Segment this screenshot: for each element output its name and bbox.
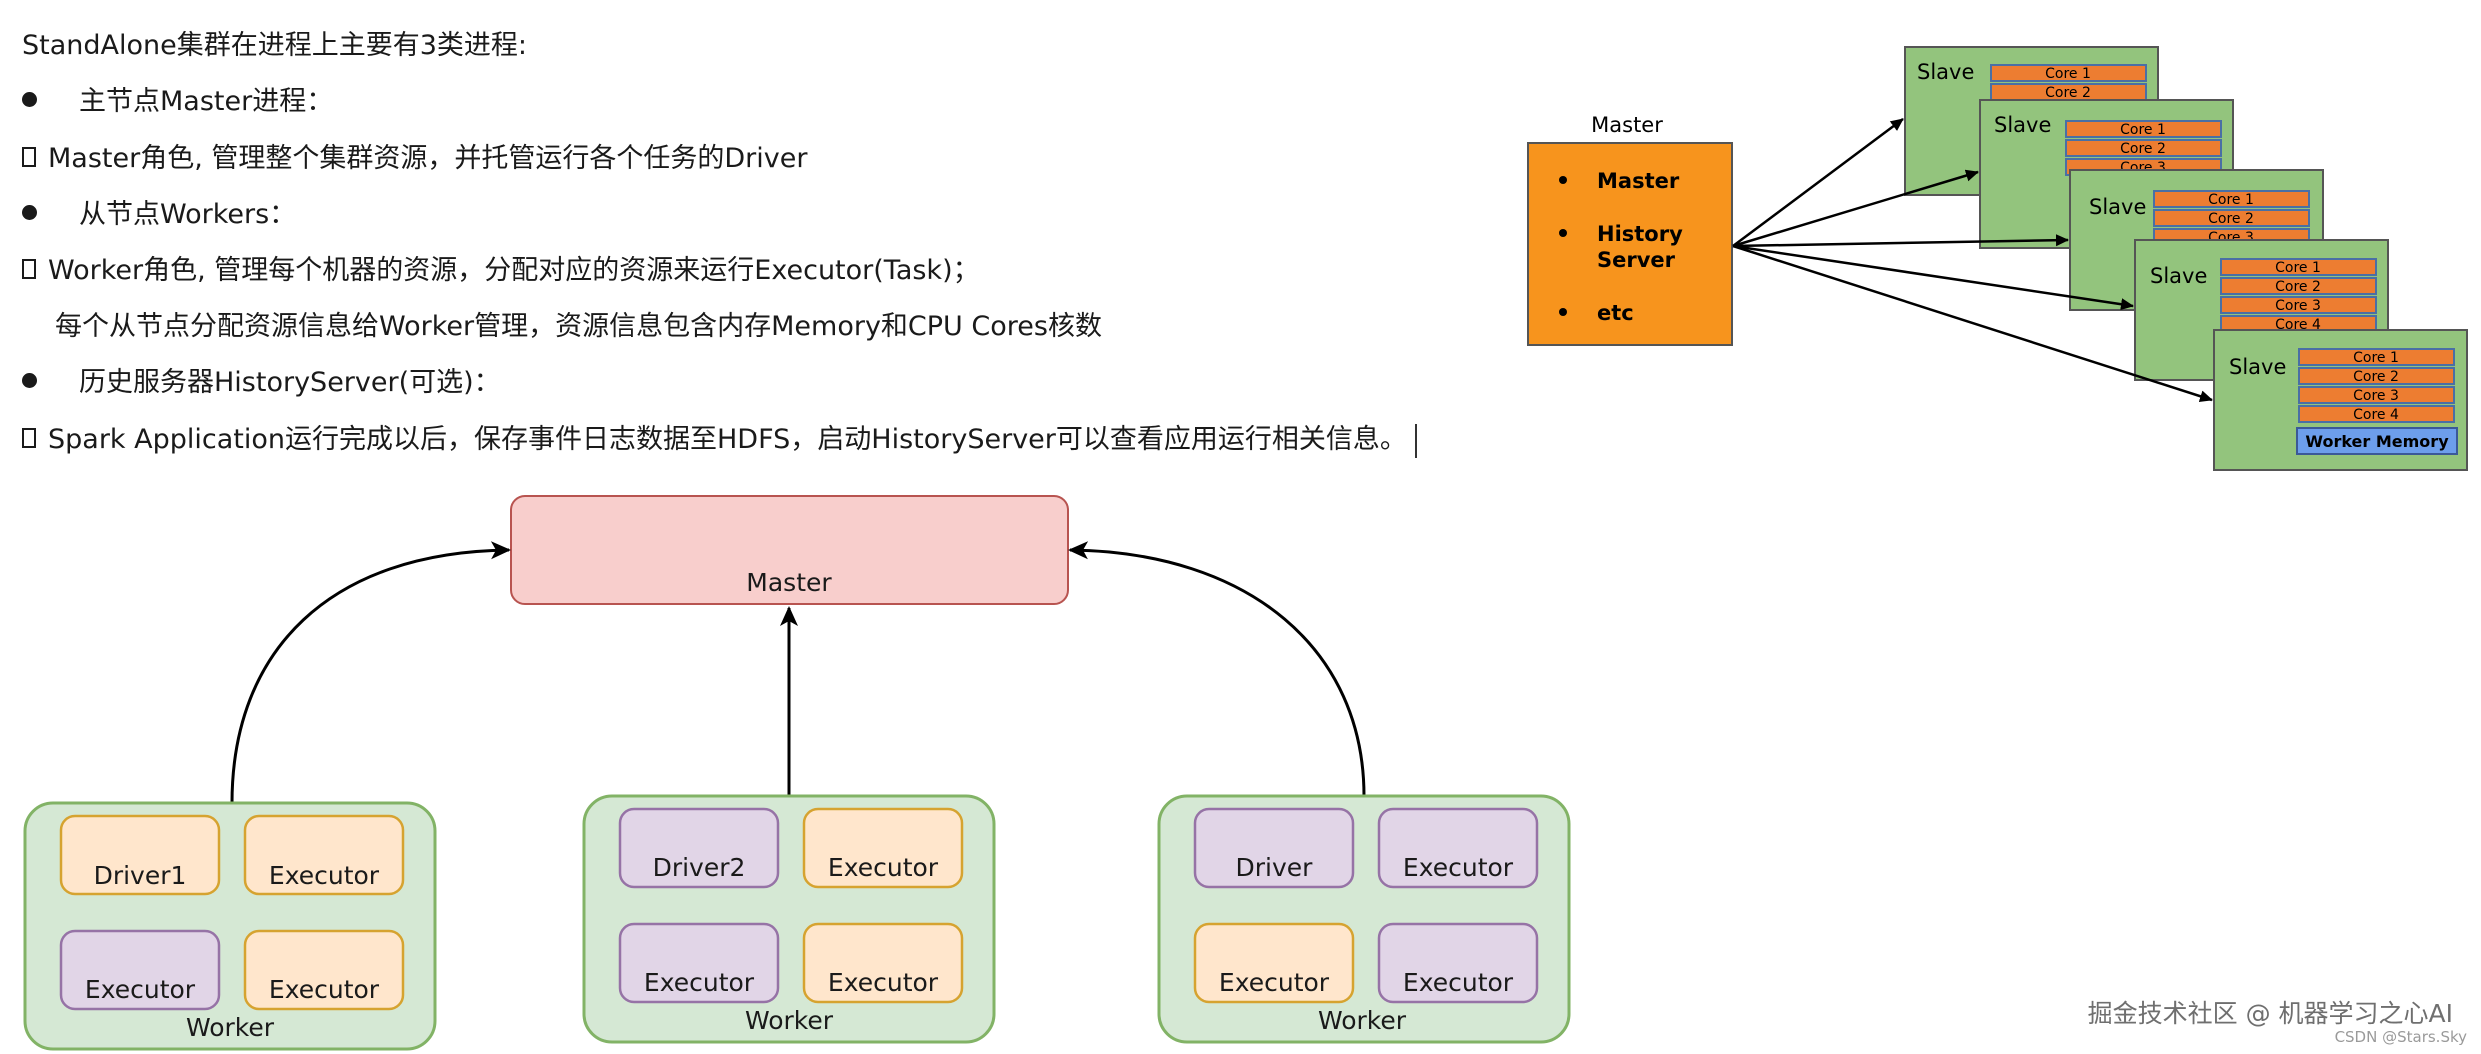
bullet-master: 主节点Master进程：: [22, 84, 333, 120]
bullet-workers-text: 从节点Workers：: [79, 199, 297, 230]
executor-box: [1193, 922, 1355, 1004]
sub-history: Spark Application运行完成以后，保存事件日志数据至HDFS，启动…: [22, 422, 1417, 458]
worker-label: Worker: [186, 1013, 275, 1042]
bullet-history-text: 历史服务器HistoryServer(可选)：: [79, 367, 501, 398]
sub-master: Master角色, 管理整个集群资源，并托管运行各个任务的Driver: [22, 141, 807, 177]
executor-box: [243, 929, 405, 1011]
executor-label: Executor: [1403, 968, 1514, 997]
core-label: Core 1: [2208, 192, 2254, 208]
core-label: Core 2: [2208, 211, 2254, 227]
intro-line: StandAlone集群在进程上主要有3类进程:: [22, 28, 527, 64]
master-item-history: History: [1597, 222, 1683, 246]
executor-label: Executor: [828, 853, 939, 882]
worker-node-2: Driver2 Executor Executor Executor Worke…: [582, 794, 996, 1044]
square-glyph-icon: [22, 427, 36, 448]
core-label: Core 1: [2353, 350, 2399, 366]
sub-worker-2: 每个从节点分配资源信息给Worker管理，资源信息包含内存Memory和CPU …: [55, 309, 1102, 345]
executor-box: [802, 922, 964, 1004]
core-label: Core 1: [2045, 66, 2091, 82]
bullet-dot-icon: [22, 92, 37, 107]
bullet-dot-icon: [22, 373, 37, 388]
worker-node-1: Driver1 Executor Executor Executor Worke…: [23, 801, 437, 1051]
worker-label: Worker: [1318, 1006, 1407, 1035]
sub-master-text: Master角色, 管理整个集群资源，并托管运行各个任务的Driver: [48, 143, 808, 174]
executor-box: [802, 807, 964, 889]
watermark-main: 掘金技术社区 @ 机器学习之心AI: [2087, 999, 2453, 1028]
driver-box: [1193, 807, 1355, 889]
core-label: Core 2: [2353, 369, 2399, 385]
slave-node-4: Slave Core 1 Core 2 Core 3 Core 4: [2134, 239, 2389, 381]
executor-box: [59, 929, 221, 1011]
driver-box: [59, 814, 221, 896]
driver-box: [618, 807, 780, 889]
bullet-dot-icon: [22, 205, 37, 220]
sub-worker-text: Worker角色, 管理每个机器的资源，分配对应的资源来运行Executor(T…: [48, 255, 980, 286]
executor-label: Executor: [269, 861, 380, 890]
sub-worker-2-text: 每个从节点分配资源信息给Worker管理，资源信息包含内存Memory和CPU …: [55, 311, 1102, 342]
executor-box: [1377, 807, 1539, 889]
core-label: Core 1: [2120, 122, 2166, 138]
master-item-dot-icon: [1559, 308, 1567, 316]
watermark-sub: CSDN @Stars.Sky: [2334, 1028, 2467, 1046]
driver-label: Driver: [1236, 853, 1314, 882]
slave-node-5: Slave Core 1 Core 2 Core 3 Core 4 Worker…: [2213, 329, 2468, 471]
executor-label: Executor: [1403, 853, 1514, 882]
intro-text: StandAlone集群在进程上主要有3类进程:: [22, 30, 528, 61]
worker-memory-box: [2296, 427, 2458, 455]
square-glyph-icon: [22, 258, 36, 279]
executor-label: Executor: [1219, 968, 1330, 997]
square-glyph-icon: [22, 146, 36, 167]
master-item-dot-icon: [1559, 229, 1567, 237]
sub-worker: Worker角色, 管理每个机器的资源，分配对应的资源来运行Executor(T…: [22, 253, 980, 289]
driver-label: Driver2: [653, 853, 746, 882]
core-label: Core 1: [2275, 260, 2321, 276]
master-item-etc: etc: [1597, 301, 1634, 325]
core-label: Core 4: [2353, 407, 2399, 423]
master-to-slave-arrows: [1732, 117, 2213, 403]
cluster-master-box: [510, 495, 1069, 605]
master-item-master: Master: [1597, 169, 1680, 193]
worker-memory-label: Worker Memory: [2305, 432, 2449, 451]
executor-label: Executor: [85, 975, 196, 1004]
bullet-master-text: 主节点Master进程：: [79, 86, 334, 117]
worker-to-master-arrows: [230, 541, 1366, 804]
executor-box: [243, 814, 405, 896]
master-item-server: Server: [1597, 248, 1676, 272]
executor-box: [1377, 922, 1539, 1004]
core-label: Core 2: [2120, 141, 2166, 157]
slave-label: Slave: [1917, 60, 1974, 84]
slave-label: Slave: [2089, 195, 2146, 219]
master-item-dot-icon: [1559, 176, 1567, 184]
sub-history-text: Spark Application运行完成以后，保存事件日志数据至HDFS，启动…: [48, 424, 1407, 455]
executor-box: [618, 922, 780, 1004]
bullet-workers: 从节点Workers：: [22, 197, 296, 233]
executor-label: Executor: [828, 968, 939, 997]
cluster-master-label: Master: [746, 568, 832, 597]
text-caret: [1414, 423, 1417, 458]
core-label: Core 2: [2045, 85, 2091, 101]
master-title: Master: [1591, 113, 1663, 137]
core-label: Core 3: [2275, 298, 2321, 314]
slave-label: Slave: [2150, 264, 2207, 288]
core-label: Core 3: [2353, 388, 2399, 404]
executor-label: Executor: [644, 968, 755, 997]
slave-label: Slave: [2229, 355, 2286, 379]
executor-label: Executor: [269, 975, 380, 1004]
worker-label: Worker: [745, 1006, 834, 1035]
core-label: Core 2: [2275, 279, 2321, 295]
bullet-history: 历史服务器HistoryServer(可选)：: [22, 365, 501, 401]
slave-label: Slave: [1994, 113, 2051, 137]
driver-label: Driver1: [94, 861, 187, 890]
worker-node-3: Driver Executor Executor Executor Worker: [1157, 794, 1571, 1044]
